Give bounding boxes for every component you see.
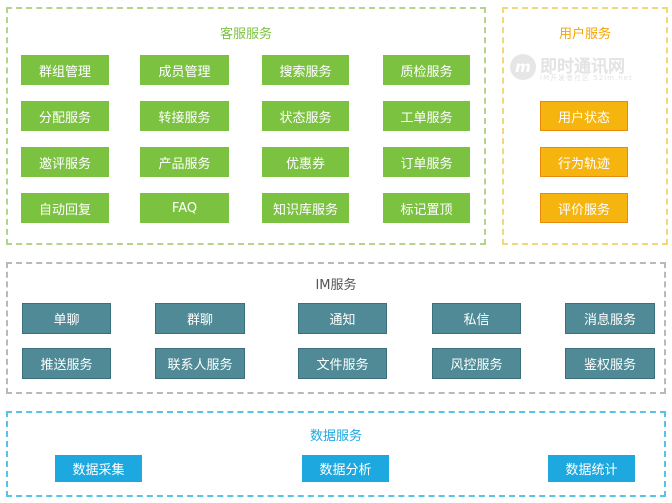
watermark-logo: m 即时通讯网 IM开发者社区 52im.net xyxy=(510,52,662,84)
cs-invite-review-box: 邀评服务 xyxy=(21,147,109,177)
cs-product-service-box: 产品服务 xyxy=(140,147,229,177)
cs-mark-pin-box: 标记置顶 xyxy=(383,193,470,223)
watermark-brand: 即时通讯网 xyxy=(540,57,625,77)
cs-coupon-box: 优惠券 xyxy=(262,147,349,177)
im-message-service-box: 消息服务 xyxy=(565,303,655,334)
cs-order-service-box: 订单服务 xyxy=(383,147,470,177)
data-service-title: 数据服务 xyxy=(309,429,362,444)
user-service-title: 用户服务 xyxy=(558,27,611,42)
cs-auto-reply-box: 自动回复 xyxy=(21,193,109,223)
cs-group-management-box: 群组管理 xyxy=(21,55,109,85)
im-file-service-box: 文件服务 xyxy=(298,348,387,379)
review-service-box: 评价服务 xyxy=(540,193,628,223)
data-statistics-box: 数据统计 xyxy=(548,455,635,482)
im-push-service-box: 推送服务 xyxy=(22,348,111,379)
user-status-box: 用户状态 xyxy=(540,101,628,131)
cs-search-service-box: 搜索服务 xyxy=(262,55,349,85)
im-contacts-service-box: 联系人服务 xyxy=(155,348,245,379)
data-service-panel: 数据服务 xyxy=(6,411,666,497)
cs-quality-check-box: 质检服务 xyxy=(383,55,470,85)
cs-ticket-service-box: 工单服务 xyxy=(383,101,470,131)
im-private-message-box: 私信 xyxy=(432,303,521,334)
cs-allocation-box: 分配服务 xyxy=(21,101,109,131)
im-single-chat-box: 单聊 xyxy=(22,303,111,334)
cs-member-management-box: 成员管理 xyxy=(140,55,229,85)
im-group-chat-box: 群聊 xyxy=(155,303,245,334)
cs-status-service-box: 状态服务 xyxy=(262,101,349,131)
im-service-title: IM服务 xyxy=(315,278,357,293)
im-notification-box: 通知 xyxy=(298,303,387,334)
data-analysis-box: 数据分析 xyxy=(302,455,389,482)
watermark-tagline: IM开发者社区 52im.net xyxy=(540,74,633,82)
cs-faq-box: FAQ xyxy=(140,193,229,223)
customer-service-title: 客服服务 xyxy=(219,27,272,42)
customer-service-panel: 客服服务 xyxy=(6,7,486,245)
cs-knowledge-base-box: 知识库服务 xyxy=(262,193,349,223)
user-service-panel: 用户服务 xyxy=(502,7,668,245)
im-auth-service-box: 鉴权服务 xyxy=(565,348,655,379)
data-collection-box: 数据采集 xyxy=(55,455,142,482)
behavior-track-box: 行为轨迹 xyxy=(540,147,628,177)
im-service-panel: IM服务 xyxy=(6,262,666,394)
im-risk-control-box: 风控服务 xyxy=(432,348,521,379)
cs-transfer-box: 转接服务 xyxy=(140,101,229,131)
im-logo-icon: m xyxy=(510,54,536,80)
